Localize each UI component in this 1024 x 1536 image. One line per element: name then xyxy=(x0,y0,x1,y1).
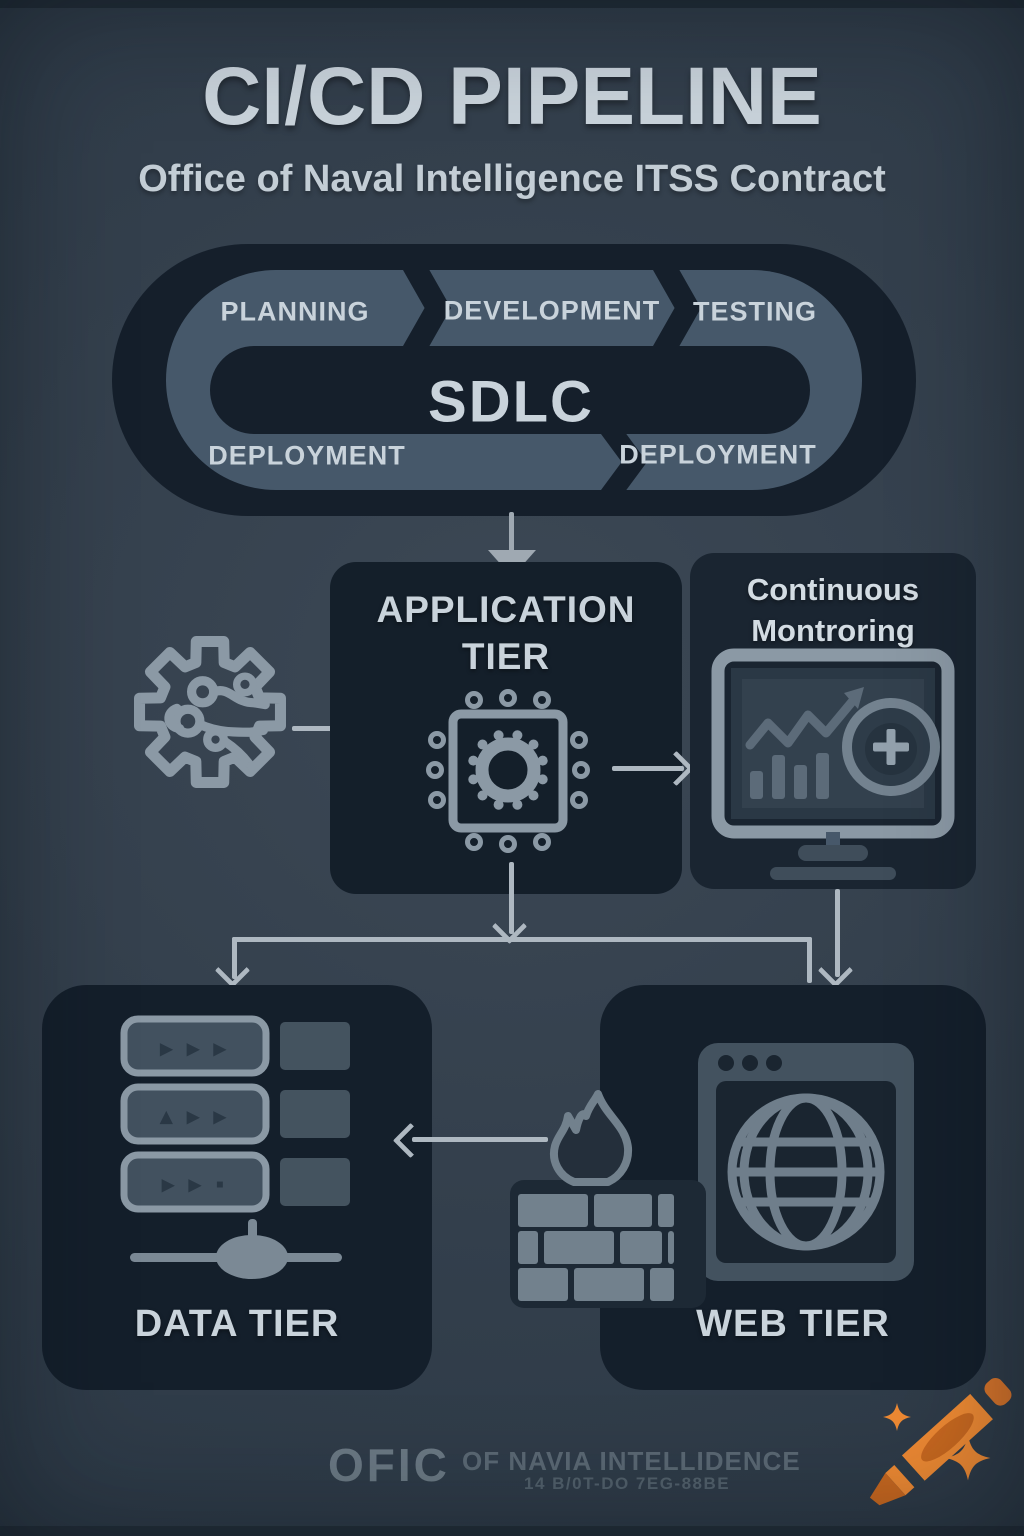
data-tier-title: DATA TIER xyxy=(134,1303,340,1345)
chip-icon xyxy=(426,689,590,853)
application-tier-box: APPLICATION TIER xyxy=(330,562,682,894)
flame-icon xyxy=(550,1090,633,1186)
stage-testing: TESTING xyxy=(692,296,818,327)
footer-brand: OFIC xyxy=(328,1439,450,1491)
sdlc-label: SDLC xyxy=(428,369,594,435)
footer-line1: OF NAVIA INTELLIDENCE xyxy=(462,1446,801,1476)
sdlc-loop: PLANNING DEVELOPMENT TESTING SDLC DEPLOY… xyxy=(112,244,916,516)
monitor-analytics-icon xyxy=(711,648,955,880)
gear-circuit-icon xyxy=(134,636,286,788)
web-tier-box: WEB TIER xyxy=(600,985,986,1390)
web-tier-title: WEB TIER xyxy=(696,1303,890,1345)
sdlc-center-shape xyxy=(210,346,810,434)
continuous-monitoring-box: Continuous Montroring xyxy=(690,553,976,889)
stage-deployment-right: DEPLOYMENT xyxy=(619,439,817,470)
bottom-edge-strip xyxy=(0,1526,1024,1536)
sparkle-icon xyxy=(945,1435,991,1481)
stage-development: DEVELOPMENT xyxy=(443,295,661,326)
server-row-glyphs: ▸ ▸ ▪ xyxy=(161,1171,228,1198)
crayon-icon xyxy=(869,1378,1012,1506)
firewall-icon xyxy=(518,1090,674,1301)
stage-deployment-left: DEPLOYMENT xyxy=(208,440,406,471)
continuous-monitoring-title: Continuous Montroring xyxy=(746,572,920,648)
server-stack-icon: ▸ ▸ ▸ ▴ ▸ ▸ ▸ ▸ ▪ xyxy=(120,1015,350,1279)
sparkle-icon xyxy=(883,1403,911,1431)
footer-line2: 14 B/0T-DO 7EG-88BE xyxy=(524,1474,731,1493)
page-subtitle: Office of Naval Intelligence ITSS Contra… xyxy=(138,158,886,200)
application-tier-title: APPLICATION TIER xyxy=(376,589,636,677)
server-row-glyphs: ▸ ▸ ▸ xyxy=(159,1035,229,1062)
top-edge-strip xyxy=(0,0,1024,8)
page-title: CI/CD PIPELINE xyxy=(202,51,822,142)
stage-planning: PLANNING xyxy=(220,296,370,327)
server-row-glyphs: ▴ ▸ ▸ xyxy=(159,1103,229,1130)
browser-globe-icon xyxy=(698,1043,914,1281)
brick-wall-icon xyxy=(518,1194,674,1301)
globe-icon xyxy=(727,1093,885,1251)
data-tier-box: ▸ ▸ ▸ ▴ ▸ ▸ ▸ ▸ ▪ DATA TIER xyxy=(42,985,432,1390)
